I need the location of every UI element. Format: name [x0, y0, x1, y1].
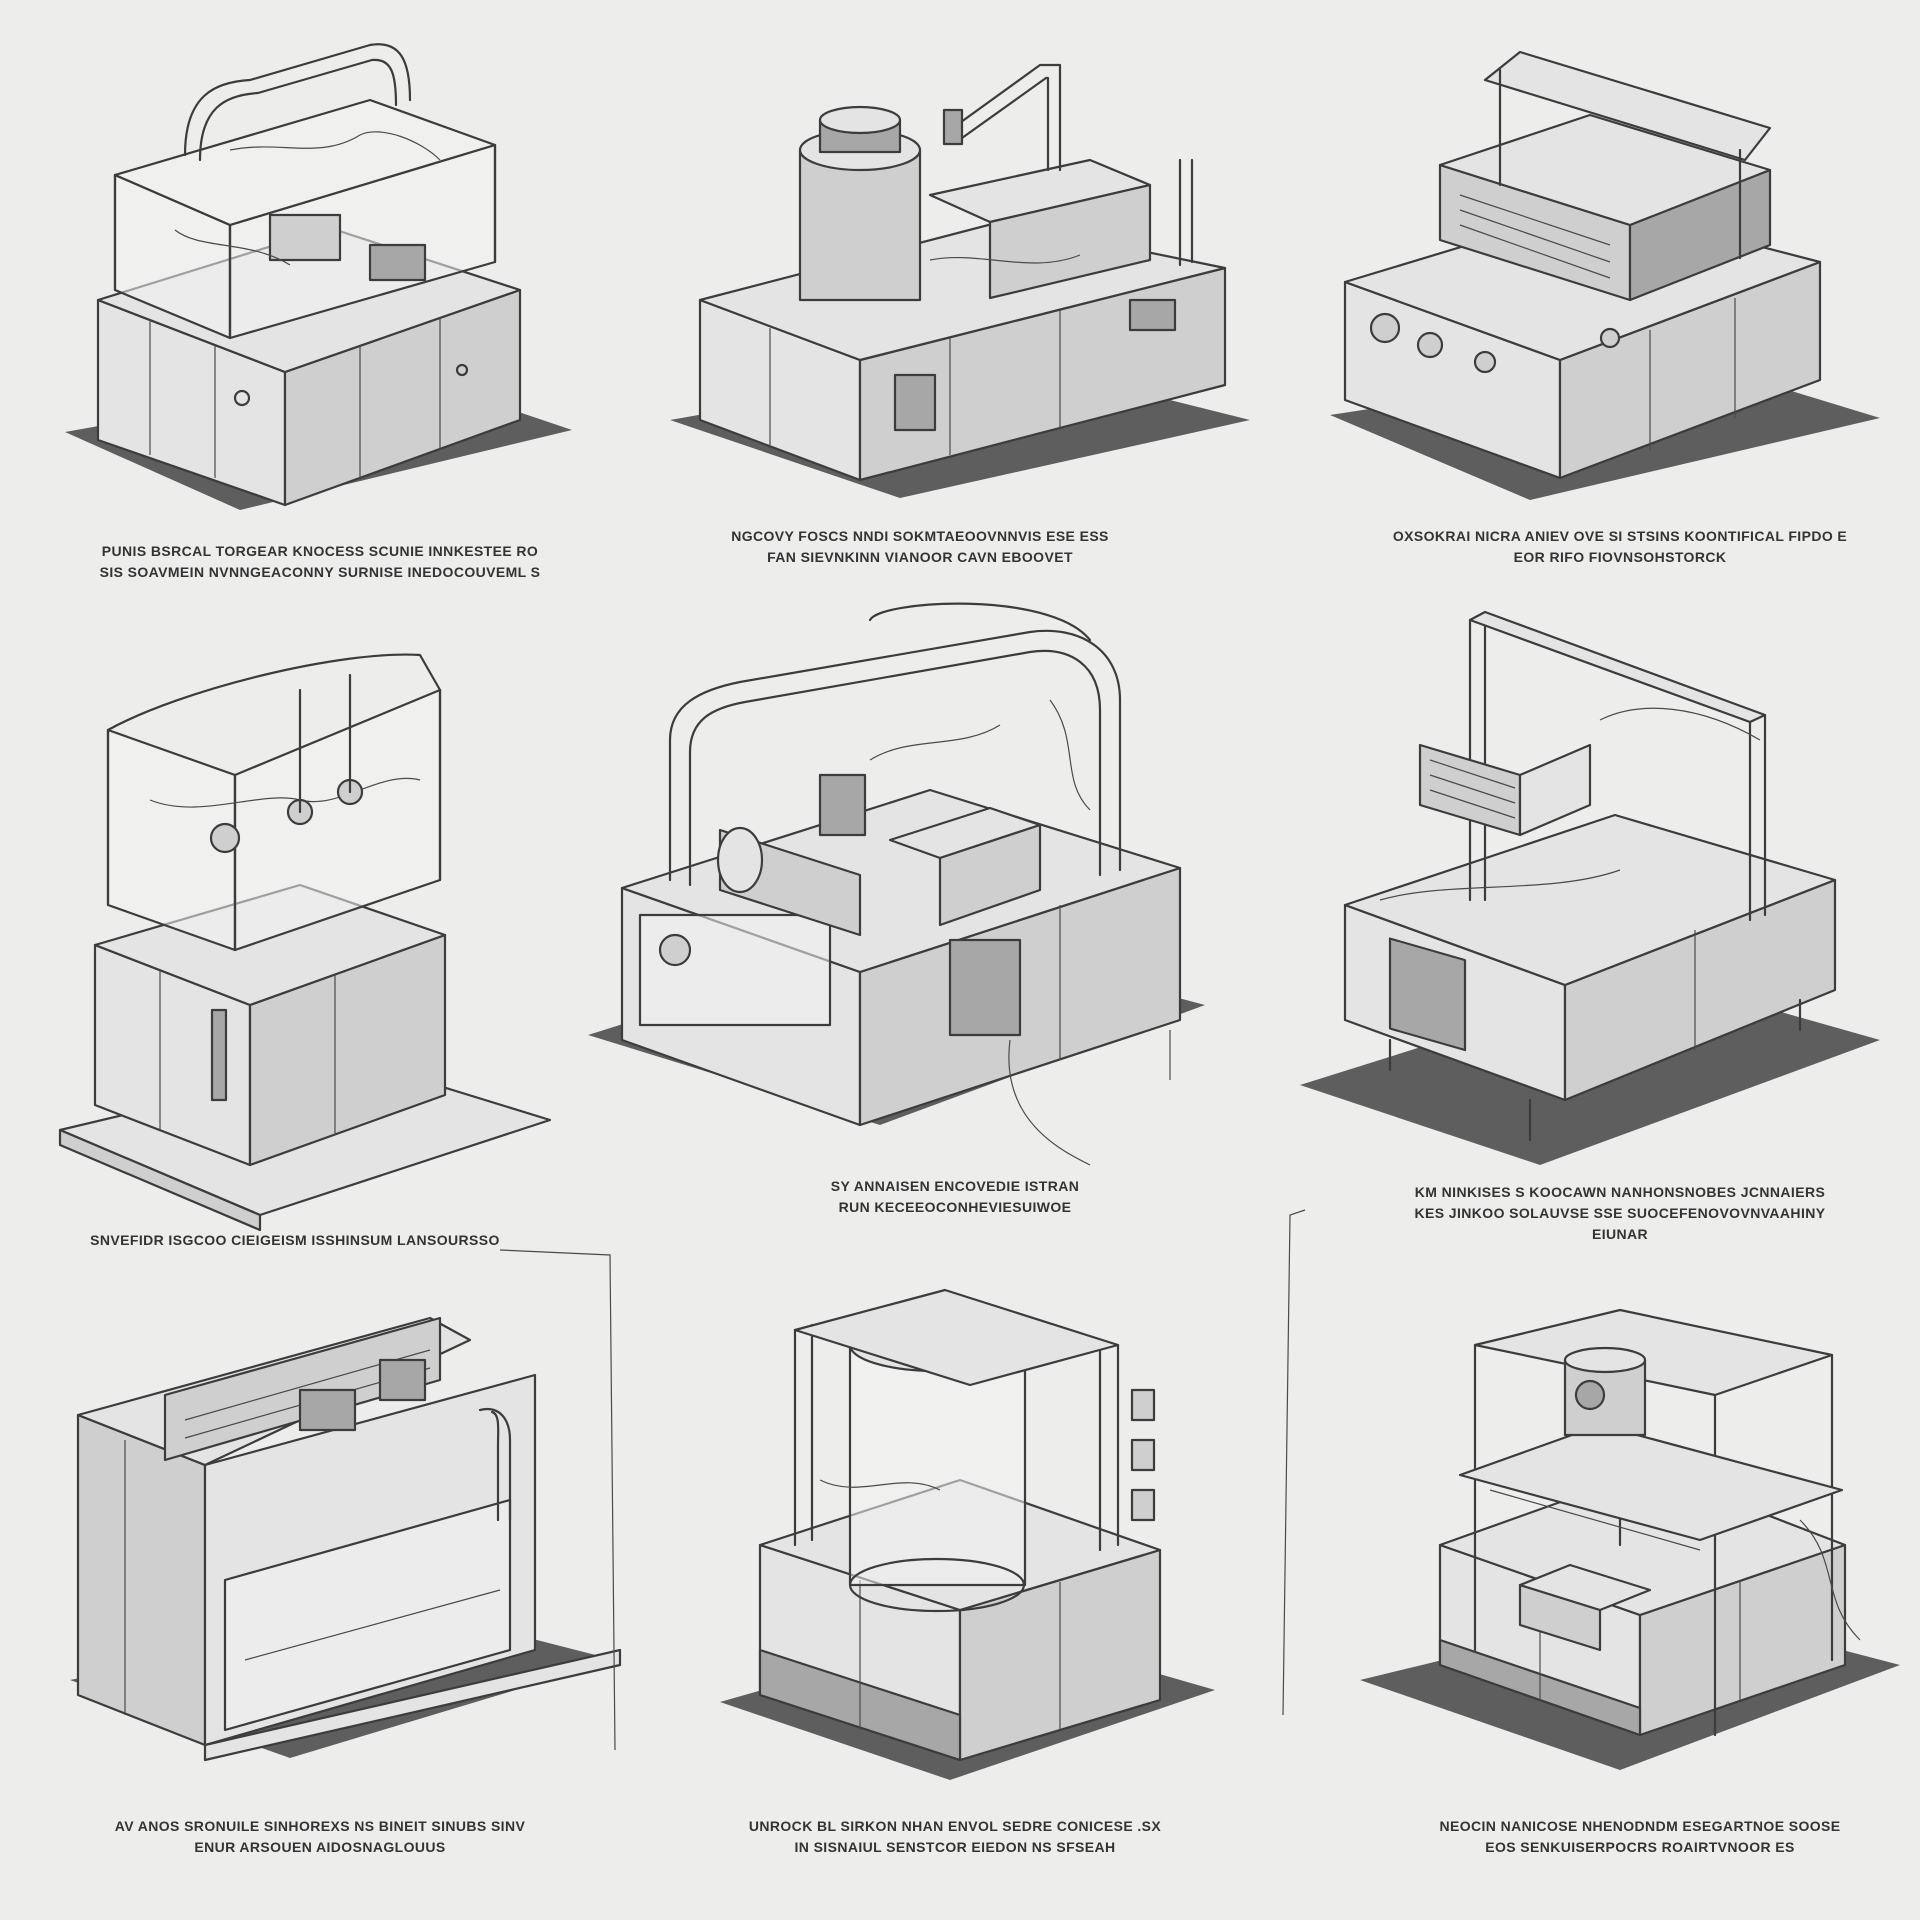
caption-line: EOR RIFO FIOVNSOHSTORCK — [1513, 549, 1727, 565]
machine-glass-cylinder-reactor — [720, 1288, 1215, 1780]
machine-tray-press-unit — [1330, 50, 1880, 500]
caption-glass-cylinder-reactor: UNROCK BL SIRKON NHAN ENVOL SEDRE CONICE… — [730, 1816, 1180, 1858]
caption-enclosed-arm-cabinet: PUNIS BSRCAL TORGEAR KNOCESS SCUNIE INNK… — [60, 541, 580, 583]
machine-split-deck-oven — [70, 1316, 622, 1762]
caption-line: RUN KECEEOCONHEVIESUIWOE — [838, 1199, 1072, 1215]
callout-lines — [499, 1030, 1306, 1751]
machine-tank-pipe-processor — [670, 63, 1250, 498]
caption-line: AV ANOS SRONUILE SINHOREXS NS BINEIT SIN… — [114, 1818, 526, 1834]
caption-gantry-frame-cabinet: SNVEFIDR ISGCOO CIEIGEISM ISSHINSUM LANS… — [70, 1230, 520, 1251]
caption-line: NEOCIN NANICOSE NHENODNDM ESEGARTNOE SOO… — [1439, 1818, 1841, 1834]
caption-tank-pipe-processor: NGCOVY FOSCS NNDI SOKMTAEOOVNNVIS ESE ES… — [690, 526, 1150, 568]
caption-open-frame-workbench: NEOCIN NANICOSE NHENODNDM ESEGARTNOE SOO… — [1400, 1816, 1880, 1858]
machine-enclosed-arm-cabinet — [65, 43, 572, 510]
caption-line: SIS SOAVMEIN NVNNGEACONNY SURNISE INEDOC… — [99, 564, 541, 580]
caption-tray-press-unit: OXSOKRAI NICRA ANIEV OVE SI STSINS KOONT… — [1360, 526, 1880, 568]
caption-line: UNROCK BL SIRKON NHAN ENVOL SEDRE CONICE… — [748, 1818, 1162, 1834]
caption-split-deck-oven: AV ANOS SRONUILE SINHOREXS NS BINEIT SIN… — [80, 1816, 560, 1858]
caption-arched-robotic-cell: SY ANNAISEN ENCOVEDIE ISTRAN RUN KECEEOC… — [760, 1176, 1150, 1218]
caption-line: EOS SENKUISERPOCRS ROAIRTVNOOR ES — [1485, 1839, 1795, 1855]
caption-line: KES JINKOO SOLAUVSE SSE SUOCEFENOVOVNVAA… — [1414, 1205, 1826, 1221]
caption-line: PUNIS BSRCAL TORGEAR KNOCESS SCUNIE INNK… — [101, 543, 539, 559]
caption-line: SY ANNAISEN ENCOVEDIE ISTRAN — [830, 1178, 1080, 1194]
caption-line: KM NINKISES S KOOCAWN NANHONSNOBES JCNNA… — [1414, 1184, 1826, 1200]
caption-line: ENUR ARSOUEN AIDOSNAGLOUUS — [194, 1839, 446, 1855]
caption-overhead-crane-station: KM NINKISES S KOOCAWN NANHONSNOBES JCNNA… — [1380, 1182, 1860, 1245]
caption-line: NGCOVY FOSCS NNDI SOKMTAEOOVNNVIS ESE ES… — [731, 528, 1109, 544]
caption-line: EIUNAR — [1591, 1226, 1649, 1242]
machine-arched-robotic-cell — [588, 602, 1205, 1127]
machine-open-frame-workbench — [1360, 1308, 1900, 1770]
machine-gantry-frame-cabinet — [58, 653, 552, 1232]
caption-line: SNVEFIDR ISGCOO CIEIGEISM ISSHINSUM LANS… — [90, 1232, 500, 1248]
caption-line: IN SISNAIUL SENSTCOR EIEDON NS SFSEAH — [794, 1839, 1116, 1855]
machine-overhead-crane-station — [1300, 610, 1880, 1165]
caption-line: FAN SIEVNKINN VIANOOR CAVN EBOOVET — [767, 549, 1073, 565]
caption-line: OXSOKRAI NICRA ANIEV OVE SI STSINS KOONT… — [1392, 528, 1848, 544]
